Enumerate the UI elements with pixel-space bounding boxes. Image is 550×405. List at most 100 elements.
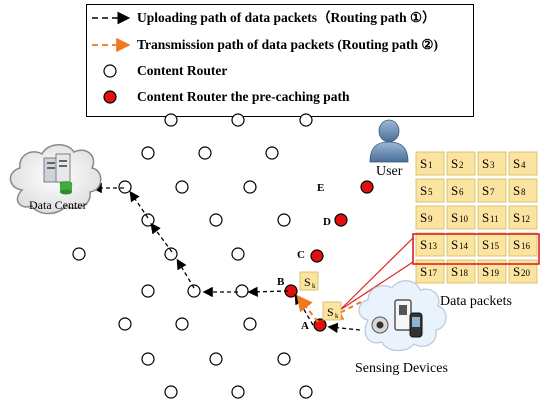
content-router-node <box>243 317 257 331</box>
precache-router-node <box>334 213 348 227</box>
precache-router-node <box>360 180 374 194</box>
packet-letter: S <box>420 264 427 279</box>
content-router-node <box>243 180 257 194</box>
node-label-d: D <box>323 216 331 228</box>
packet-letter: S <box>482 183 489 198</box>
content-router-node <box>187 284 201 298</box>
node-label-e: E <box>317 182 324 194</box>
content-router-node <box>299 385 313 399</box>
packet-number: 1 <box>428 160 433 170</box>
content-router-node <box>164 113 178 127</box>
content-router-node <box>277 213 291 227</box>
content-router-node <box>299 113 313 127</box>
legend-router-label: Content Router <box>137 63 228 78</box>
packet-letter: S <box>451 237 458 252</box>
packet-letter: S <box>420 183 427 198</box>
packet-number: 13 <box>428 241 438 251</box>
packet-letter: S <box>420 210 427 225</box>
legend-precache-icon <box>103 90 117 104</box>
packet-letter: S <box>513 264 520 279</box>
svg-text:S: S <box>327 305 334 319</box>
packet-number: 5 <box>428 187 433 197</box>
highlight-link <box>339 237 414 311</box>
content-router-node <box>209 352 223 366</box>
sensing-devices-label: Sensing Devices <box>355 361 448 376</box>
packet-letter: S <box>482 237 489 252</box>
packet-number: 6 <box>459 187 464 197</box>
legend-precache-label: Content Router the pre-caching path <box>137 89 350 104</box>
content-router-node <box>209 213 223 227</box>
packet-letter: S <box>451 183 458 198</box>
svg-text:S: S <box>304 275 311 289</box>
packet-letter: S <box>513 210 520 225</box>
legend-box <box>86 4 474 117</box>
content-router-node <box>231 385 245 399</box>
content-router-node <box>118 180 132 194</box>
content-router-node <box>164 247 178 261</box>
precache-router-node <box>310 249 324 263</box>
packet-number: 9 <box>428 214 433 224</box>
packet-number: 14 <box>459 241 469 251</box>
content-router-node <box>231 113 245 127</box>
packet-number: 20 <box>521 268 531 278</box>
content-router-node <box>164 385 178 399</box>
node-label-b: B <box>277 276 285 288</box>
packet-number: 12 <box>521 214 530 224</box>
data-center-label: Data Center <box>29 198 87 212</box>
packet-number: 4 <box>521 160 526 170</box>
content-router-node <box>265 146 279 160</box>
legend-router-icon <box>103 64 117 78</box>
user-icon <box>369 119 409 163</box>
content-router-node <box>231 247 245 261</box>
packet-number: 10 <box>459 214 469 224</box>
packet-number: 2 <box>459 160 464 170</box>
packet-letter: S <box>513 237 520 252</box>
packet-letter: S <box>451 210 458 225</box>
packet-number: 16 <box>521 241 531 251</box>
data-packets-label: Data packets <box>440 294 512 309</box>
content-router-node <box>198 146 212 160</box>
node-label-c: C <box>297 249 305 261</box>
packet-number: 17 <box>428 268 438 278</box>
packet-number: 18 <box>459 268 469 278</box>
content-router-node <box>175 180 189 194</box>
packet-near-a: S k <box>322 301 342 321</box>
content-router-node <box>277 352 291 366</box>
svg-text:k: k <box>312 282 316 290</box>
packet-letter: S <box>420 156 427 171</box>
packet-highlight-box <box>412 233 540 265</box>
packet-letter: S <box>451 156 458 171</box>
content-router-node <box>141 146 155 160</box>
packet-number: 8 <box>521 187 526 197</box>
packet-letter: S <box>482 156 489 171</box>
content-router-node <box>141 213 155 227</box>
packet-letter: S <box>513 183 520 198</box>
content-router-node <box>175 317 189 331</box>
legend-upload-label: Uploading path of data packets（Routing p… <box>137 10 436 25</box>
content-router-node <box>72 247 86 261</box>
content-router-node <box>141 284 155 298</box>
data-center-cloud-icon <box>9 144 102 215</box>
packet-letter: S <box>513 156 520 171</box>
